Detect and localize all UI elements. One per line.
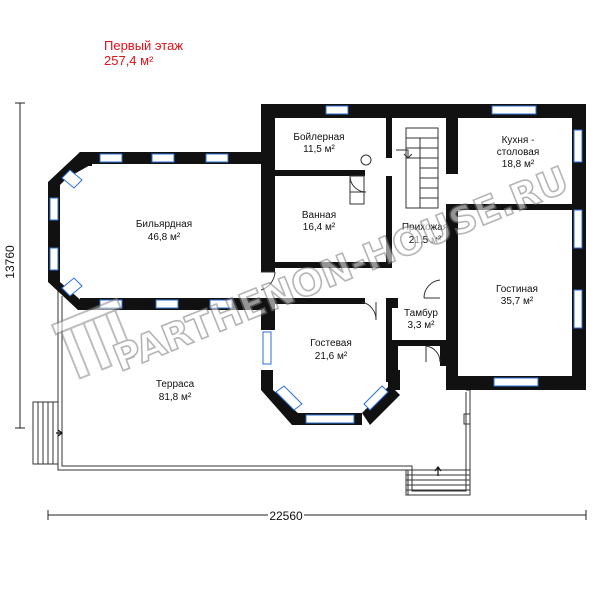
room-kitchen-name2: столовая [497, 147, 540, 158]
plan-title: Первый этаж [104, 38, 184, 53]
width-dimension [47, 510, 587, 520]
doors [260, 154, 441, 363]
room-billiard-name: Бильярдная [136, 219, 192, 230]
room-bathroom-name: Ванная [302, 210, 336, 221]
room-living-area: 35,7 м² [501, 296, 534, 307]
room-guest-name: Гостевая [310, 338, 352, 349]
room-bathroom-area: 16,4 м² [303, 222, 336, 233]
room-living-name: Гостиная [496, 284, 538, 295]
room-billiard-area: 46,8 м² [148, 232, 181, 243]
room-vestibule-name: Тамбур [404, 307, 438, 319]
room-kitchen-area: 18,8 м² [502, 159, 535, 170]
room-boiler-name: Бойлерная [293, 132, 344, 143]
room-boiler-area: 11,5 м² [303, 144, 335, 155]
height-dimension-label: 13760 [3, 245, 17, 279]
room-hall-name: Прихожая [402, 222, 448, 233]
room-kitchen-name: Кухня - [502, 135, 535, 146]
parthenon-logo [50, 297, 136, 380]
room-terrace-area: 81,8 м² [159, 392, 192, 403]
room-guest-area: 21,6 м² [315, 351, 348, 362]
width-dimension-label: 22560 [269, 509, 303, 523]
entry-arrow-bottom-icon [434, 466, 442, 476]
room-hall-area: 21,5 м² [409, 235, 442, 246]
terrace-steps-left [32, 401, 59, 465]
height-dimension [15, 102, 25, 429]
staircase [396, 127, 439, 209]
room-vestibule-area: 3,3 м² [408, 320, 436, 331]
entry-arrow-left-icon [56, 429, 63, 437]
plan-total-area: 257,4 м² [104, 53, 154, 68]
room-terrace-name: Терраса [156, 379, 195, 390]
